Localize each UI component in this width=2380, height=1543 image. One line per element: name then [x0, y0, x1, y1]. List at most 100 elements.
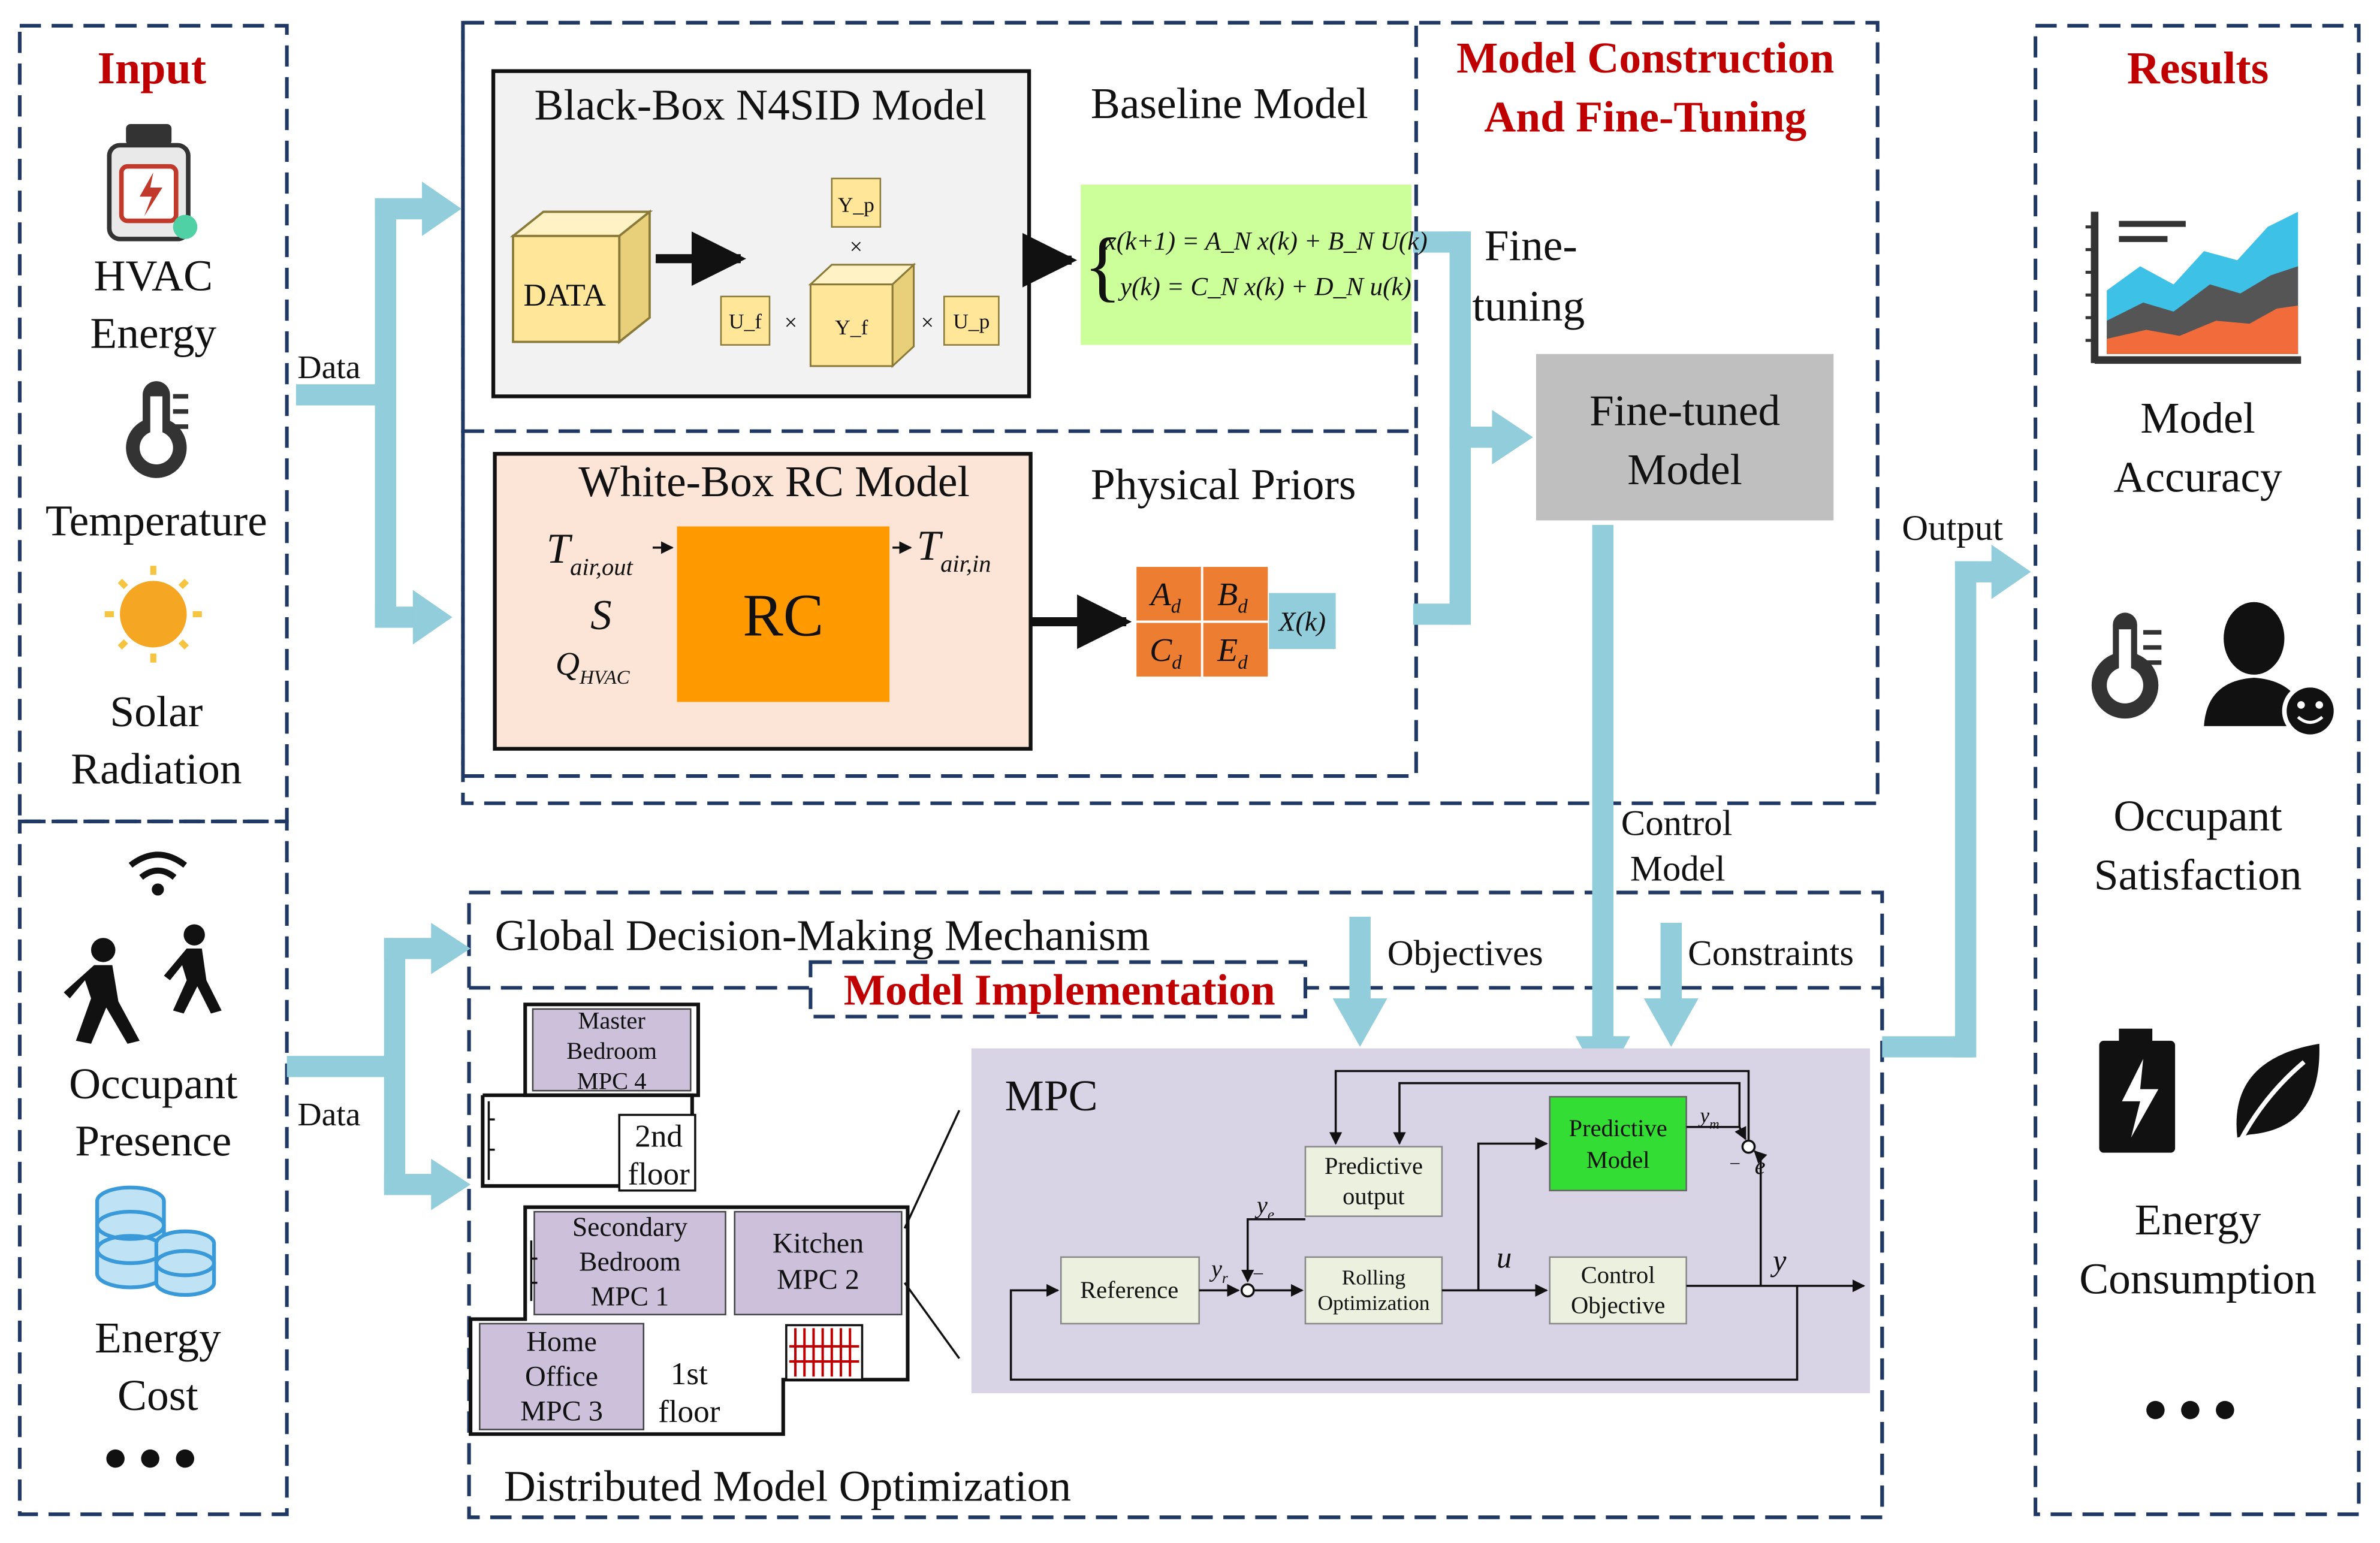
constraints-arrow-head	[1643, 998, 1699, 1047]
ym-label: ym	[1698, 1103, 1719, 1131]
data-arrow-top-head-1	[422, 181, 461, 236]
coins-icon	[95, 1185, 216, 1297]
control-model-label-1: Control	[1621, 804, 1733, 844]
input-label-cost-2: Cost	[117, 1371, 198, 1420]
office-line-2: Office	[525, 1361, 598, 1393]
office-line-3: MPC 3	[520, 1396, 603, 1427]
master-line-3: MPC 4	[577, 1068, 647, 1095]
times-3: ×	[921, 310, 934, 335]
state-vector	[1269, 593, 1336, 650]
input-more-dots: ●●●	[102, 1433, 207, 1480]
fine-tuning-label-2: tuning	[1473, 282, 1585, 330]
fine-tuning-label-1: Fine-	[1485, 221, 1577, 270]
physical-priors-label: Physical Priors	[1091, 460, 1356, 509]
state-matrix: Ad Bd Cd Ed X(k)	[1134, 564, 1336, 679]
baseline-model-label: Baseline Model	[1091, 79, 1368, 128]
mpc-panel: MPC Predictive output Predictive Model R…	[971, 1048, 1871, 1394]
e-label: e	[1755, 1152, 1766, 1179]
thermometer-person-icon	[2091, 602, 2339, 739]
data-arrow-bottom-head-1	[431, 922, 471, 974]
fine-tuned-model-box	[1536, 354, 1834, 521]
input-label-occupant-1: Occupant	[69, 1059, 237, 1108]
results-label-energy-1: Energy	[2135, 1195, 2261, 1244]
data-cube-label: DATA	[523, 278, 605, 313]
rolling-line-1: Rolling	[1342, 1265, 1406, 1289]
results-label-energy-2: Consumption	[2079, 1255, 2316, 1303]
control-model-arrow-shaft	[1592, 525, 1614, 1040]
output-label: Output	[1902, 508, 2003, 548]
data-label-bottom: Data	[297, 1096, 360, 1133]
office-line-1: Home	[526, 1325, 597, 1357]
input-title: Input	[97, 43, 206, 93]
master-line-1: Master	[578, 1007, 645, 1034]
first-floor-line-1: 1st	[671, 1357, 708, 1391]
input-label-hvac-2: Energy	[90, 309, 216, 358]
matrix-e: Ed	[1217, 632, 1248, 674]
predictive-output-box[interactable]	[1304, 1146, 1443, 1217]
finetune-arrow-bottom	[1413, 603, 1468, 625]
whitebox-title: White-Box RC Model	[578, 457, 970, 506]
reference-label: Reference	[1080, 1276, 1178, 1303]
rolling-optimization-box[interactable]	[1304, 1256, 1443, 1325]
fine-tuned-label-2: Model	[1627, 445, 1742, 494]
distributed-optimization-label: Distributed Model Optimization	[504, 1462, 1071, 1510]
input-label-cost-1: Energy	[95, 1313, 221, 1362]
rolling-line-2: Optimization	[1317, 1291, 1429, 1315]
minus-1: –	[1730, 1152, 1740, 1172]
second-floor-line-2: floor	[628, 1157, 690, 1192]
dashed-frames	[17, 20, 2361, 1520]
data-arrow-bottom-head-2	[431, 1158, 471, 1210]
results-panel: Results Model Accuracy	[2079, 43, 2339, 1432]
predictive-model-line-1: Predictive	[1569, 1115, 1667, 1142]
area-chart-icon	[2085, 212, 2301, 364]
room-kitchen	[734, 1210, 903, 1316]
rc-block	[677, 526, 890, 702]
results-frame	[2034, 23, 2361, 1517]
matrix-a: Ad	[1148, 576, 1181, 618]
constraints-label: Constraints	[1688, 934, 1854, 974]
data-cube	[509, 209, 653, 345]
input-label-temperature: Temperature	[46, 497, 267, 545]
up-label: U_p	[953, 309, 990, 333]
control-objective-box[interactable]	[1549, 1256, 1687, 1325]
first-floor-line-2: floor	[658, 1394, 720, 1429]
finetune-arrow-head	[1492, 410, 1533, 465]
sun-icon	[104, 566, 202, 663]
results-label-accuracy-1: Model	[2140, 394, 2255, 442]
matrix-c: Cd	[1150, 632, 1182, 674]
zoom-line-top	[903, 1110, 961, 1229]
master-line-2: Bedroom	[566, 1037, 657, 1064]
whitebox-model: White-Box RC Model RC Tair,out S QHVAC T…	[493, 452, 1033, 751]
yp-block	[831, 177, 882, 228]
q-hvac-label: QHVAC	[556, 645, 631, 689]
floorplan: Master Bedroom MPC 4 2nd floor Secondary…	[469, 1003, 961, 1436]
flow-arrows	[286, 181, 2031, 1210]
battery-leaf-icon	[2099, 1028, 2319, 1153]
room-secondary-bedroom	[533, 1210, 726, 1316]
input-label-occupant-2: Presence	[75, 1117, 231, 1165]
equation-box	[1081, 184, 1412, 345]
constraints-arrow-shaft	[1660, 922, 1682, 1002]
predictive-model-line-2: Model	[1586, 1146, 1650, 1173]
input-panel: Input HVAC Energy Temperature	[46, 43, 267, 1480]
predictive-model-box[interactable]	[1549, 1096, 1687, 1192]
mpc-title: MPC	[1005, 1071, 1098, 1120]
yf-label: Y_f	[835, 315, 868, 339]
thermometer-icon	[126, 381, 189, 478]
results-label-satisfaction-1: Occupant	[2113, 792, 2282, 840]
second-floor-label-box	[618, 1113, 696, 1192]
ye-label: ye	[1254, 1192, 1274, 1223]
objectives-label: Objectives	[1387, 934, 1543, 974]
room-home-office	[479, 1322, 645, 1430]
second-floor-line-1: 2nd	[635, 1119, 683, 1154]
yf-cube	[808, 262, 916, 369]
global-decision-title: Global Decision-Making Mechanism	[495, 911, 1150, 959]
secondary-line-3: MPC 1	[591, 1281, 669, 1312]
staircase	[785, 1324, 864, 1381]
uf-label: U_f	[729, 309, 762, 333]
objectives-arrow-shaft	[1349, 916, 1371, 1002]
y-label: y	[1770, 1244, 1787, 1278]
data-arrow-top-vertical	[375, 201, 396, 625]
equation-line-1: x(k+1) = A_N x(k) + B_N U(k)	[1105, 228, 1428, 256]
implementation-title-bg	[810, 962, 1305, 1017]
